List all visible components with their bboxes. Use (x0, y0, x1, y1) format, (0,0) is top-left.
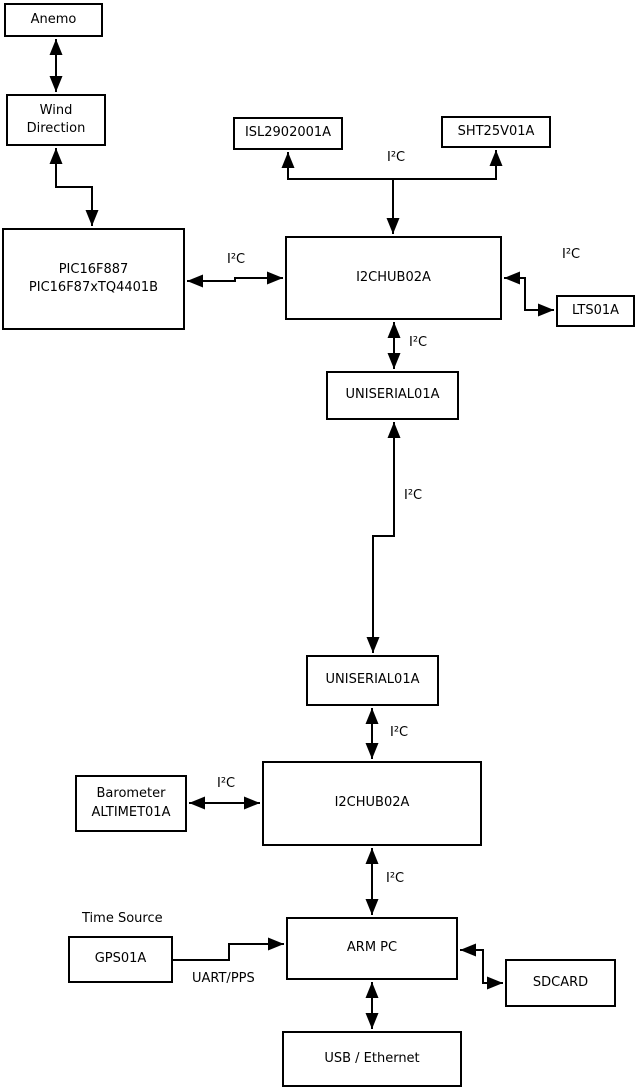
node-arm-pc: ARM PC (286, 917, 458, 980)
node-wind-direction-label: Wind Direction (26, 102, 86, 136)
node-isl2902001a-label: ISL2902001A (244, 125, 332, 141)
node-gps01a-label: GPS01A (94, 951, 147, 967)
edge-label-i2c-uni2-hub2: I²C (390, 725, 409, 740)
edge-uni1-uni2 (366, 422, 401, 653)
edge-gps-arm (173, 937, 284, 961)
node-anemo-label: Anemo (30, 11, 77, 27)
edge-label-i2c-uni1-uni2: I²C (404, 488, 423, 503)
node-lts01a: LTS01A (556, 295, 635, 327)
node-uniserial01a-upper-label: UNISERIAL01A (345, 387, 440, 403)
node-arm-pc-label: ARM PC (346, 940, 398, 956)
node-sht25v01a-label: SHT25V01A (457, 123, 535, 139)
edge-arm-sdcard (460, 943, 503, 990)
node-gps01a: GPS01A (68, 936, 173, 983)
node-anemo: Anemo (4, 3, 103, 37)
edge-hub1-lts (504, 271, 554, 317)
edge-pic-hub1 (187, 271, 283, 288)
node-i2chub02a-upper: I2CHUB02A (285, 236, 502, 320)
edge-label-i2c-pic-hub1: I²C (227, 252, 246, 267)
node-sdcard-label: SDCARD (532, 974, 589, 990)
node-wind-direction: Wind Direction (6, 94, 106, 146)
edge-label-uart-pps: UART/PPS (192, 971, 255, 986)
edge-wind-pic (49, 148, 99, 226)
edge-label-i2c-baro-hub2: I²C (217, 776, 236, 791)
node-i2chub02a-upper-label: I2CHUB02A (356, 269, 431, 285)
node-i2chub02a-lower: I2CHUB02A (262, 761, 482, 846)
node-usb-ethernet: USB / Ethernet (282, 1031, 462, 1087)
node-sdcard: SDCARD (505, 959, 616, 1007)
edge-label-i2c-hub1-lts: I²C (562, 247, 581, 262)
node-barometer-altimet01a: Barometer ALTIMET01A (75, 775, 187, 832)
edge-label-i2c-hub2-arm: I²C (386, 871, 405, 886)
node-isl2902001a: ISL2902001A (233, 117, 343, 150)
edge-label-i2c-bus-top: I²C (387, 150, 406, 165)
node-sht25v01a: SHT25V01A (441, 116, 551, 148)
node-pic16f887-label: PIC16F887 PIC16F87xTQ4401B (28, 261, 159, 295)
node-uniserial01a-upper: UNISERIAL01A (326, 371, 459, 420)
label-time-source: Time Source (82, 911, 163, 926)
node-i2chub02a-lower-label: I2CHUB02A (334, 795, 410, 811)
node-uniserial01a-lower-label: UNISERIAL01A (325, 672, 420, 688)
node-usb-ethernet-label: USB / Ethernet (324, 1050, 420, 1066)
node-lts01a-label: LTS01A (571, 302, 620, 318)
node-pic16f887: PIC16F887 PIC16F87xTQ4401B (2, 228, 185, 330)
node-barometer-altimet01a-label: Barometer ALTIMET01A (91, 786, 171, 820)
edge-label-i2c-hub1-uni1: I²C (409, 335, 428, 350)
node-uniserial01a-lower: UNISERIAL01A (306, 655, 439, 706)
